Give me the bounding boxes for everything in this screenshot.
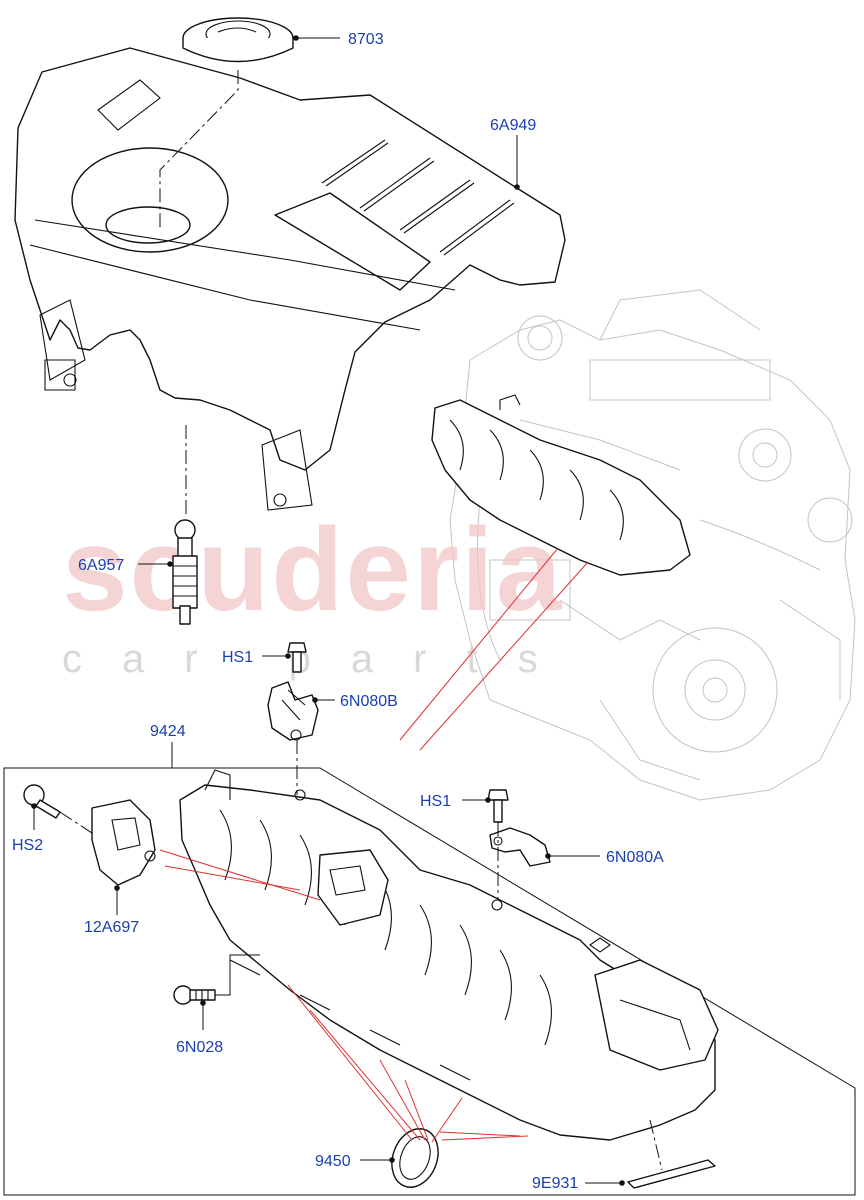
part-hs1-lower-bolt bbox=[487, 789, 509, 823]
part-8703-grommet bbox=[182, 17, 294, 63]
part-6a957-ball-stud bbox=[172, 519, 198, 625]
watermark-brand: scuderia bbox=[62, 504, 563, 636]
callout-6n080b[interactable]: 6N080B bbox=[340, 693, 398, 710]
leader-lines bbox=[31, 35, 625, 1186]
installed-manifold-illustration bbox=[431, 394, 691, 576]
callout-6n080a[interactable]: 6N080A bbox=[606, 849, 664, 866]
callout-9450[interactable]: 9450 bbox=[315, 1153, 351, 1170]
part-hs1-upper-bolt bbox=[287, 642, 307, 673]
part-12a697-actuator bbox=[91, 799, 156, 886]
kit-9424-box bbox=[3, 767, 856, 1196]
part-9e931-seal bbox=[627, 1159, 716, 1189]
assembly-line-9e931 bbox=[649, 1119, 663, 1171]
part-9450-gasket bbox=[391, 1128, 439, 1188]
callout-6a957[interactable]: 6A957 bbox=[78, 557, 124, 574]
engine-assembly-illustration bbox=[449, 289, 856, 801]
callout-hs1-upper[interactable]: HS1 bbox=[222, 649, 253, 666]
assembly-line-hs2 bbox=[59, 811, 96, 836]
part-6a949-engine-cover bbox=[14, 47, 566, 511]
callout-6n028[interactable]: 6N028 bbox=[176, 1039, 223, 1056]
assembly-line-8703 bbox=[159, 70, 239, 230]
highlight-lines bbox=[159, 547, 589, 1143]
callout-9424[interactable]: 9424 bbox=[150, 723, 186, 740]
callout-hs2[interactable]: HS2 bbox=[12, 837, 43, 854]
callout-hs1-lower[interactable]: HS1 bbox=[420, 793, 451, 810]
callout-12a697[interactable]: 12A697 bbox=[84, 919, 139, 936]
watermark-sub: car parts bbox=[62, 637, 578, 681]
callout-6a949[interactable]: 6A949 bbox=[490, 117, 536, 134]
callout-8703[interactable]: 8703 bbox=[348, 31, 384, 48]
part-hs2-bolt bbox=[23, 784, 61, 819]
part-6n028-bolt bbox=[173, 985, 216, 1005]
callout-9e931[interactable]: 9E931 bbox=[532, 1175, 578, 1192]
part-6n080b-bracket bbox=[267, 681, 319, 741]
part-9424-intake-manifold bbox=[179, 769, 719, 1141]
part-6n080a-bracket bbox=[489, 827, 551, 867]
